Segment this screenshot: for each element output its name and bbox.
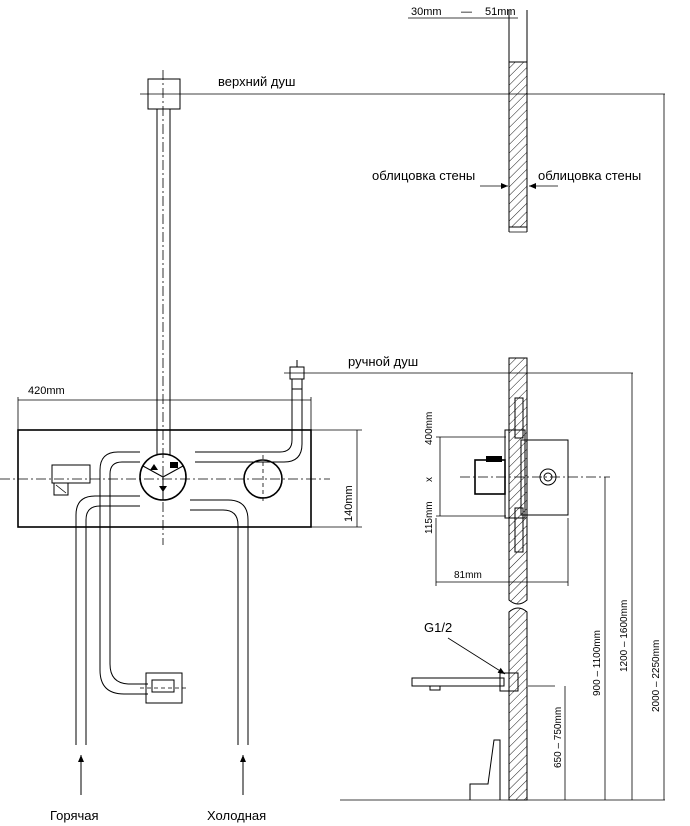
cold-pipe-outer bbox=[190, 509, 239, 745]
left-outlet-nozzle bbox=[53, 482, 69, 496]
dim-1200-1600-label: 1200 – 1600mm bbox=[619, 600, 630, 672]
hand-shower-label: ручной душ bbox=[348, 354, 418, 369]
thread-leader bbox=[447, 637, 506, 675]
dim-900-1100-label: 900 – 1100mm bbox=[592, 630, 603, 696]
wall-cladding-right-label: облицовка стены bbox=[538, 168, 641, 183]
hand-shower-group: ручной душ bbox=[195, 354, 633, 463]
spout-symbol-icon bbox=[159, 486, 167, 492]
spout-pipe-outer bbox=[99, 520, 148, 695]
supply-pipes: Горячая Холодная bbox=[50, 451, 266, 823]
dim-81-label: 81mm bbox=[454, 570, 482, 581]
side-view: 400mm x 115mm 81mm G1/2 650 – 750mm 900 … bbox=[340, 94, 665, 801]
wall-min-label: 30mm bbox=[411, 6, 442, 18]
hot-label: Горячая bbox=[50, 808, 99, 823]
side-rod-top bbox=[514, 397, 524, 439]
side-rod-bottom bbox=[514, 507, 524, 553]
diverter-sector-line-3 bbox=[162, 465, 184, 478]
hot-pipe-inner bbox=[85, 505, 140, 745]
dim-115-label: 115mm bbox=[424, 501, 435, 534]
mixer-panel: 420mm 140mm bbox=[0, 385, 362, 528]
side-spout-tip bbox=[429, 685, 441, 691]
cold-label: Холодная bbox=[207, 808, 266, 823]
wall-max-label: 51mm bbox=[485, 6, 516, 18]
spout-pipe-top-inner bbox=[109, 461, 140, 520]
side-wall-upper bbox=[508, 357, 528, 605]
hand-shower-symbol-icon bbox=[150, 464, 158, 470]
hand-shower-pipe-inner bbox=[195, 389, 303, 463]
top-wall-hatch bbox=[508, 61, 528, 228]
top-wall-section: 30mm — 51mm облицовка стены облицовка ст… bbox=[372, 6, 641, 233]
left-outlet-body bbox=[51, 464, 91, 484]
panel-outline bbox=[17, 429, 312, 528]
wall-cladding-left-label: облицовка стены bbox=[372, 168, 475, 183]
dim-x-label: x bbox=[424, 477, 435, 482]
height-140-label: 140mm bbox=[343, 485, 355, 522]
hand-shower-nut bbox=[291, 378, 303, 390]
dim-400-label: 400mm bbox=[424, 412, 435, 445]
dim-650-750-label: 650 – 750mm bbox=[553, 707, 564, 768]
side-mixer-box bbox=[520, 439, 569, 516]
side-handle-cap bbox=[486, 456, 502, 462]
width-420-label: 420mm bbox=[28, 385, 65, 397]
dim-2000-2250-label: 2000 – 2250mm bbox=[651, 640, 662, 712]
side-spout-flange bbox=[499, 672, 519, 692]
side-wall-lower bbox=[508, 607, 528, 801]
spout-pipe-top-outer bbox=[99, 451, 140, 520]
side-spout-body bbox=[411, 677, 505, 687]
top-shower-symbol-icon bbox=[170, 462, 178, 468]
hand-shower-pipe-outer bbox=[195, 389, 293, 453]
hot-pipe-outer bbox=[75, 495, 140, 745]
cold-pipe-inner bbox=[190, 499, 249, 745]
diverter-sector-line-2 bbox=[142, 465, 164, 478]
left-outlet-mark bbox=[55, 484, 67, 494]
spout-outlet-inner bbox=[151, 679, 175, 693]
top-shower-label: верхний душ bbox=[218, 74, 295, 89]
spout-outlet-front bbox=[140, 672, 188, 704]
bathtub-edge bbox=[469, 739, 501, 800]
spout-pipe-inner bbox=[109, 520, 148, 685]
thread-label: G1/2 bbox=[424, 620, 452, 635]
top-shower-group: верхний душ bbox=[140, 70, 665, 545]
wall-dash-label: — bbox=[461, 6, 472, 18]
